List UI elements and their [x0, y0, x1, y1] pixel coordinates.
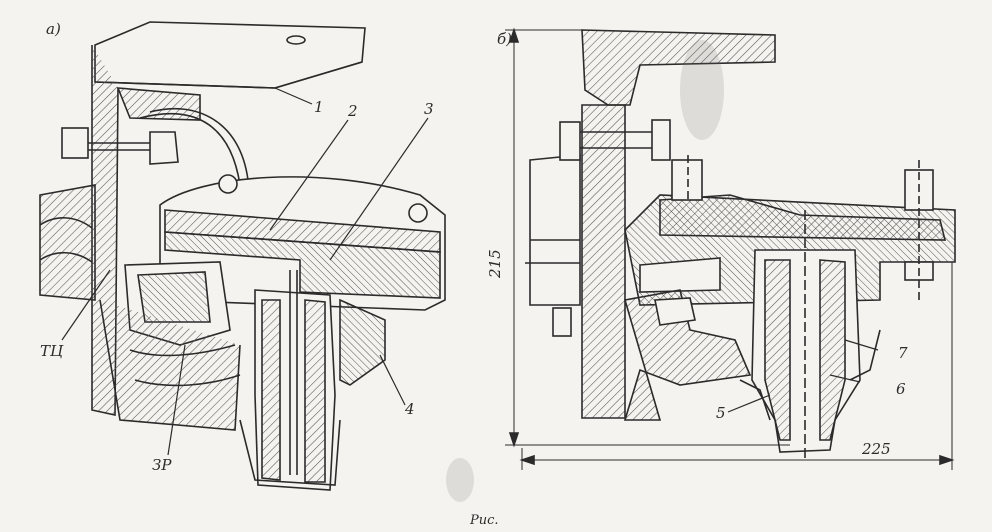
- panel-b-drawing: [505, 27, 956, 470]
- callout-7: 7: [898, 344, 908, 362]
- callout-zr: ЗР: [152, 456, 172, 474]
- figure-caption: Рис.: [470, 513, 499, 528]
- callout-1: 1: [314, 98, 324, 116]
- callout-5: 5: [716, 404, 726, 422]
- callout-4: 4: [405, 400, 415, 418]
- callout-3: 3: [424, 100, 434, 118]
- callout-2: 2: [348, 102, 358, 120]
- callout-tc: ТЦ: [40, 342, 64, 360]
- panel-a-drawing: [39, 21, 446, 491]
- panel-b-label: б): [497, 30, 513, 48]
- panel-a-label: а): [46, 20, 61, 38]
- panel-a-leaders: [61, 87, 429, 456]
- callout-6: 6: [896, 380, 906, 398]
- dimension-height: 215: [486, 249, 504, 278]
- paper-smudge: [446, 40, 724, 502]
- panel-b-leaders: [727, 339, 879, 413]
- dimension-width: 225: [862, 440, 891, 458]
